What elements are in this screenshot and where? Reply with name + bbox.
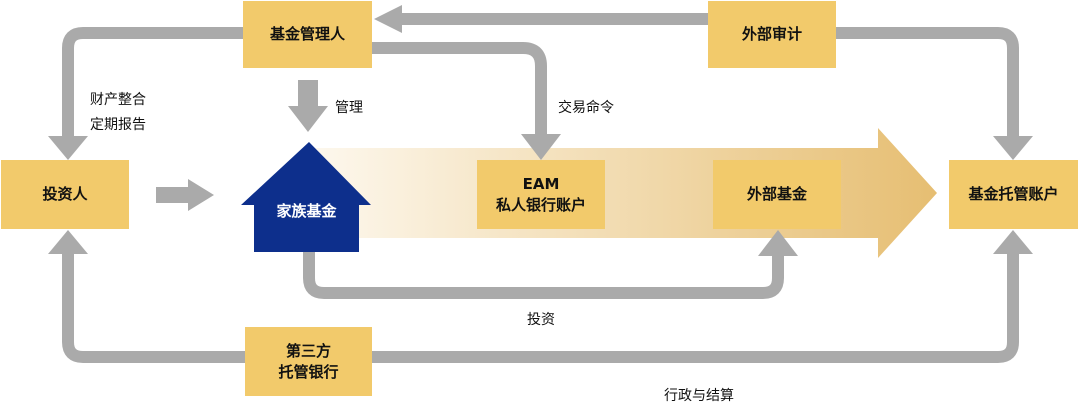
external-fund-box: 外部基金 (713, 160, 841, 229)
arrow-investor-to-family-fund (156, 179, 214, 211)
edge-label-admin-settlement: 行政与结算 (664, 388, 734, 404)
eam-label-line1: EAM (522, 174, 560, 193)
third-party-label-line1: 第三方 (285, 341, 331, 360)
fund-custody-account-label: 基金托管账户 (968, 185, 1059, 203)
arrowhead-to-eam (521, 134, 561, 160)
arrowhead-to-investor-top (48, 136, 88, 160)
investor-box: 投资人 (1, 160, 129, 229)
family-fund-house-shape (241, 142, 371, 252)
connector-manager-to-investor (62, 27, 243, 138)
edge-label-asset-integration: 财产整合 (90, 92, 146, 108)
connector-audit-to-custody (836, 27, 1019, 140)
third-party-custody-bank-box: 第三方 托管银行 (245, 327, 372, 396)
investor-label: 投资人 (42, 185, 88, 203)
arrowhead-to-external-fund (758, 230, 798, 256)
flow-gradient-arrow (310, 128, 937, 258)
edge-label-investment: 投资 (527, 312, 555, 328)
arrowhead-to-investor-bottom (48, 230, 88, 254)
eam-label-line2: 私人银行账户 (495, 195, 586, 214)
family-fund-label: 家族基金 (276, 202, 337, 220)
arrowhead-to-custody-top (993, 136, 1033, 160)
arrow-management-down (288, 80, 328, 132)
fund-manager-label: 基金管理人 (269, 25, 345, 43)
connector-investment (303, 252, 784, 299)
edge-label-trade-order: 交易命令 (558, 100, 614, 116)
edge-label-periodic-report: 定期报告 (90, 117, 146, 133)
connector-thirdparty-to-investor (62, 252, 245, 363)
third-party-label-line2: 托管银行 (278, 362, 339, 381)
external-audit-box: 外部审计 (708, 1, 836, 68)
eam-private-bank-box: EAM 私人银行账户 (477, 160, 605, 229)
arrowhead-to-custody-bottom (993, 230, 1033, 254)
external-fund-label: 外部基金 (746, 185, 807, 203)
external-audit-label: 外部审计 (741, 25, 802, 43)
connector-thirdparty-to-custody (372, 252, 1019, 363)
fund-custody-account-box: 基金托管账户 (949, 160, 1078, 229)
fund-manager-box: 基金管理人 (243, 1, 372, 68)
edge-label-management: 管理 (335, 100, 363, 116)
arrowhead-to-manager (374, 5, 402, 33)
connector-trade-order (372, 42, 547, 136)
